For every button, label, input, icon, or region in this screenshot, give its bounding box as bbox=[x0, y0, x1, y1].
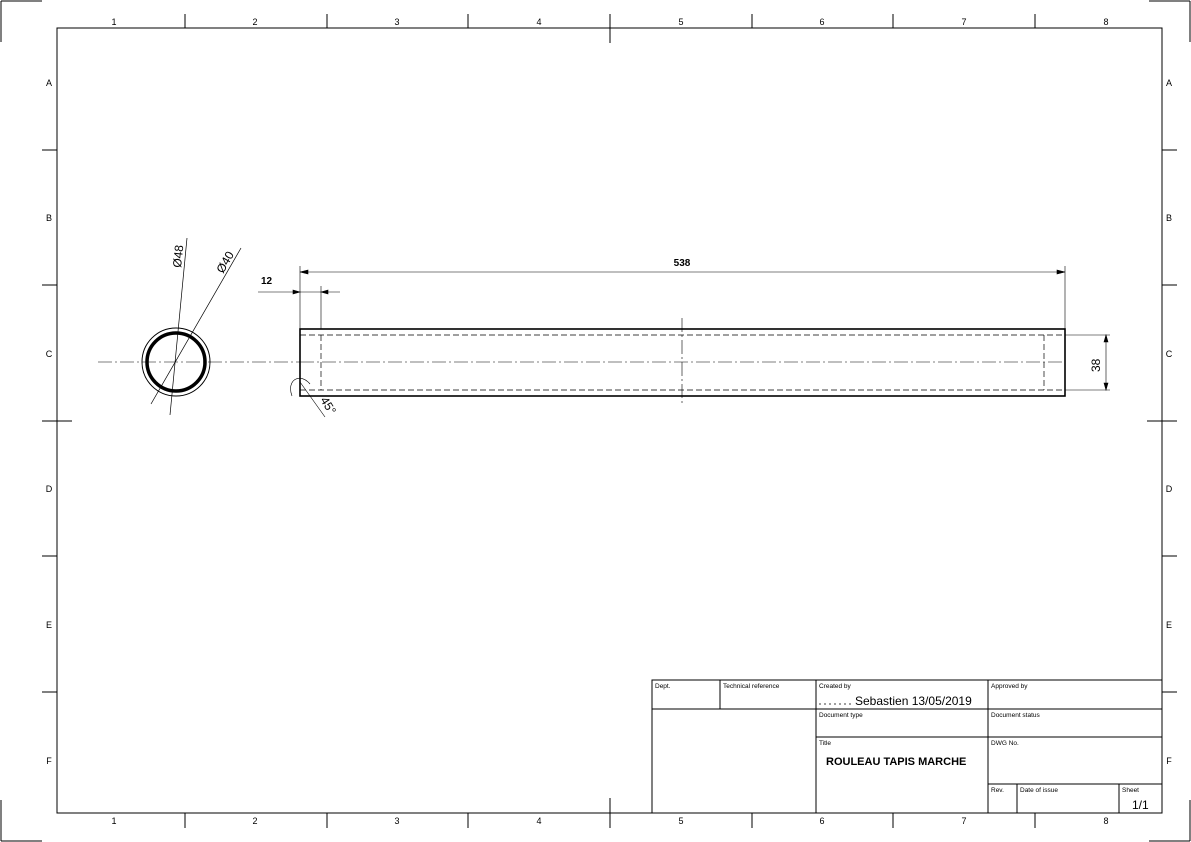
row-labels-left: A B C D E F bbox=[46, 78, 53, 766]
chamfer-annotation bbox=[290, 378, 326, 418]
row-label: A bbox=[1166, 78, 1172, 88]
column-label: 4 bbox=[536, 816, 541, 826]
row-label: C bbox=[1166, 349, 1173, 359]
column-label: 5 bbox=[678, 17, 683, 27]
technical-reference-label: Technical reference bbox=[723, 683, 780, 690]
column-label: 6 bbox=[819, 17, 824, 27]
sheet-label: Sheet bbox=[1122, 787, 1139, 794]
row-label: F bbox=[46, 756, 52, 766]
column-label: 1 bbox=[111, 17, 116, 27]
chamfer-angle-label: 45° bbox=[317, 394, 339, 417]
approved-by-label: Approved by bbox=[991, 683, 1028, 690]
created-by-value: Sebastien 13/05/2019 bbox=[855, 694, 972, 708]
row-label: A bbox=[46, 78, 52, 88]
height-dimension-label: 38 bbox=[1089, 358, 1103, 372]
row-label: F bbox=[1166, 756, 1172, 766]
rev-label: Rev. bbox=[991, 787, 1004, 794]
document-type-label: Document type bbox=[819, 712, 863, 719]
side-view bbox=[299, 318, 1066, 406]
sheet-value: 1/1 bbox=[1132, 798, 1149, 812]
row-labels-right: A B C D E F bbox=[1166, 78, 1173, 766]
column-labels-bottom: 1 2 3 4 5 6 7 8 bbox=[111, 816, 1108, 826]
height-dimension bbox=[1065, 333, 1110, 392]
diameter-40-label: Ø40 bbox=[213, 249, 237, 276]
row-label: B bbox=[1166, 213, 1172, 223]
document-status-label: Document status bbox=[991, 712, 1041, 719]
end-offset-dimension bbox=[258, 286, 340, 329]
created-by-label: Created by bbox=[819, 683, 852, 690]
column-label: 4 bbox=[536, 17, 541, 27]
column-label: 1 bbox=[111, 816, 116, 826]
row-label: E bbox=[1166, 620, 1172, 630]
column-label: 2 bbox=[252, 816, 257, 826]
row-label: E bbox=[46, 620, 52, 630]
column-label: 3 bbox=[394, 17, 399, 27]
column-label: 6 bbox=[819, 816, 824, 826]
row-label: D bbox=[1166, 484, 1173, 494]
title-value: ROULEAU TAPIS MARCHE bbox=[826, 756, 966, 768]
length-dimension-label: 538 bbox=[674, 258, 691, 269]
end-view: Ø48 Ø40 bbox=[98, 237, 300, 416]
zone-ticks bbox=[42, 14, 1177, 828]
column-label: 3 bbox=[394, 816, 399, 826]
dwg-no-label: DWG No. bbox=[991, 740, 1019, 747]
end-offset-dimension-label: 12 bbox=[261, 276, 273, 287]
row-label: D bbox=[46, 484, 53, 494]
diameter-40-leader bbox=[150, 247, 242, 405]
date-of-issue-label: Date of issue bbox=[1020, 787, 1058, 794]
title-block bbox=[651, 679, 1163, 814]
tube-outline bbox=[299, 328, 1066, 397]
column-labels-top: 1 2 3 4 5 6 7 8 bbox=[111, 17, 1108, 27]
drawing-border bbox=[56, 27, 1163, 814]
column-label: 8 bbox=[1103, 17, 1108, 27]
length-dimension bbox=[299, 266, 1066, 329]
title-label: Title bbox=[819, 740, 831, 747]
column-label: 7 bbox=[961, 816, 966, 826]
title-block-text: Dept. Technical reference Created by Seb… bbox=[655, 683, 1149, 812]
diameter-48-leader bbox=[169, 237, 188, 416]
column-label: 2 bbox=[252, 17, 257, 27]
diameter-48-label: Ø48 bbox=[170, 244, 186, 268]
column-label: 8 bbox=[1103, 816, 1108, 826]
row-label: B bbox=[46, 213, 52, 223]
outer-circle bbox=[141, 327, 211, 397]
row-label: C bbox=[46, 349, 53, 359]
dept-label: Dept. bbox=[655, 683, 671, 690]
column-label: 7 bbox=[961, 17, 966, 27]
inner-circle-outer-edge bbox=[145, 331, 207, 393]
column-label: 5 bbox=[678, 816, 683, 826]
